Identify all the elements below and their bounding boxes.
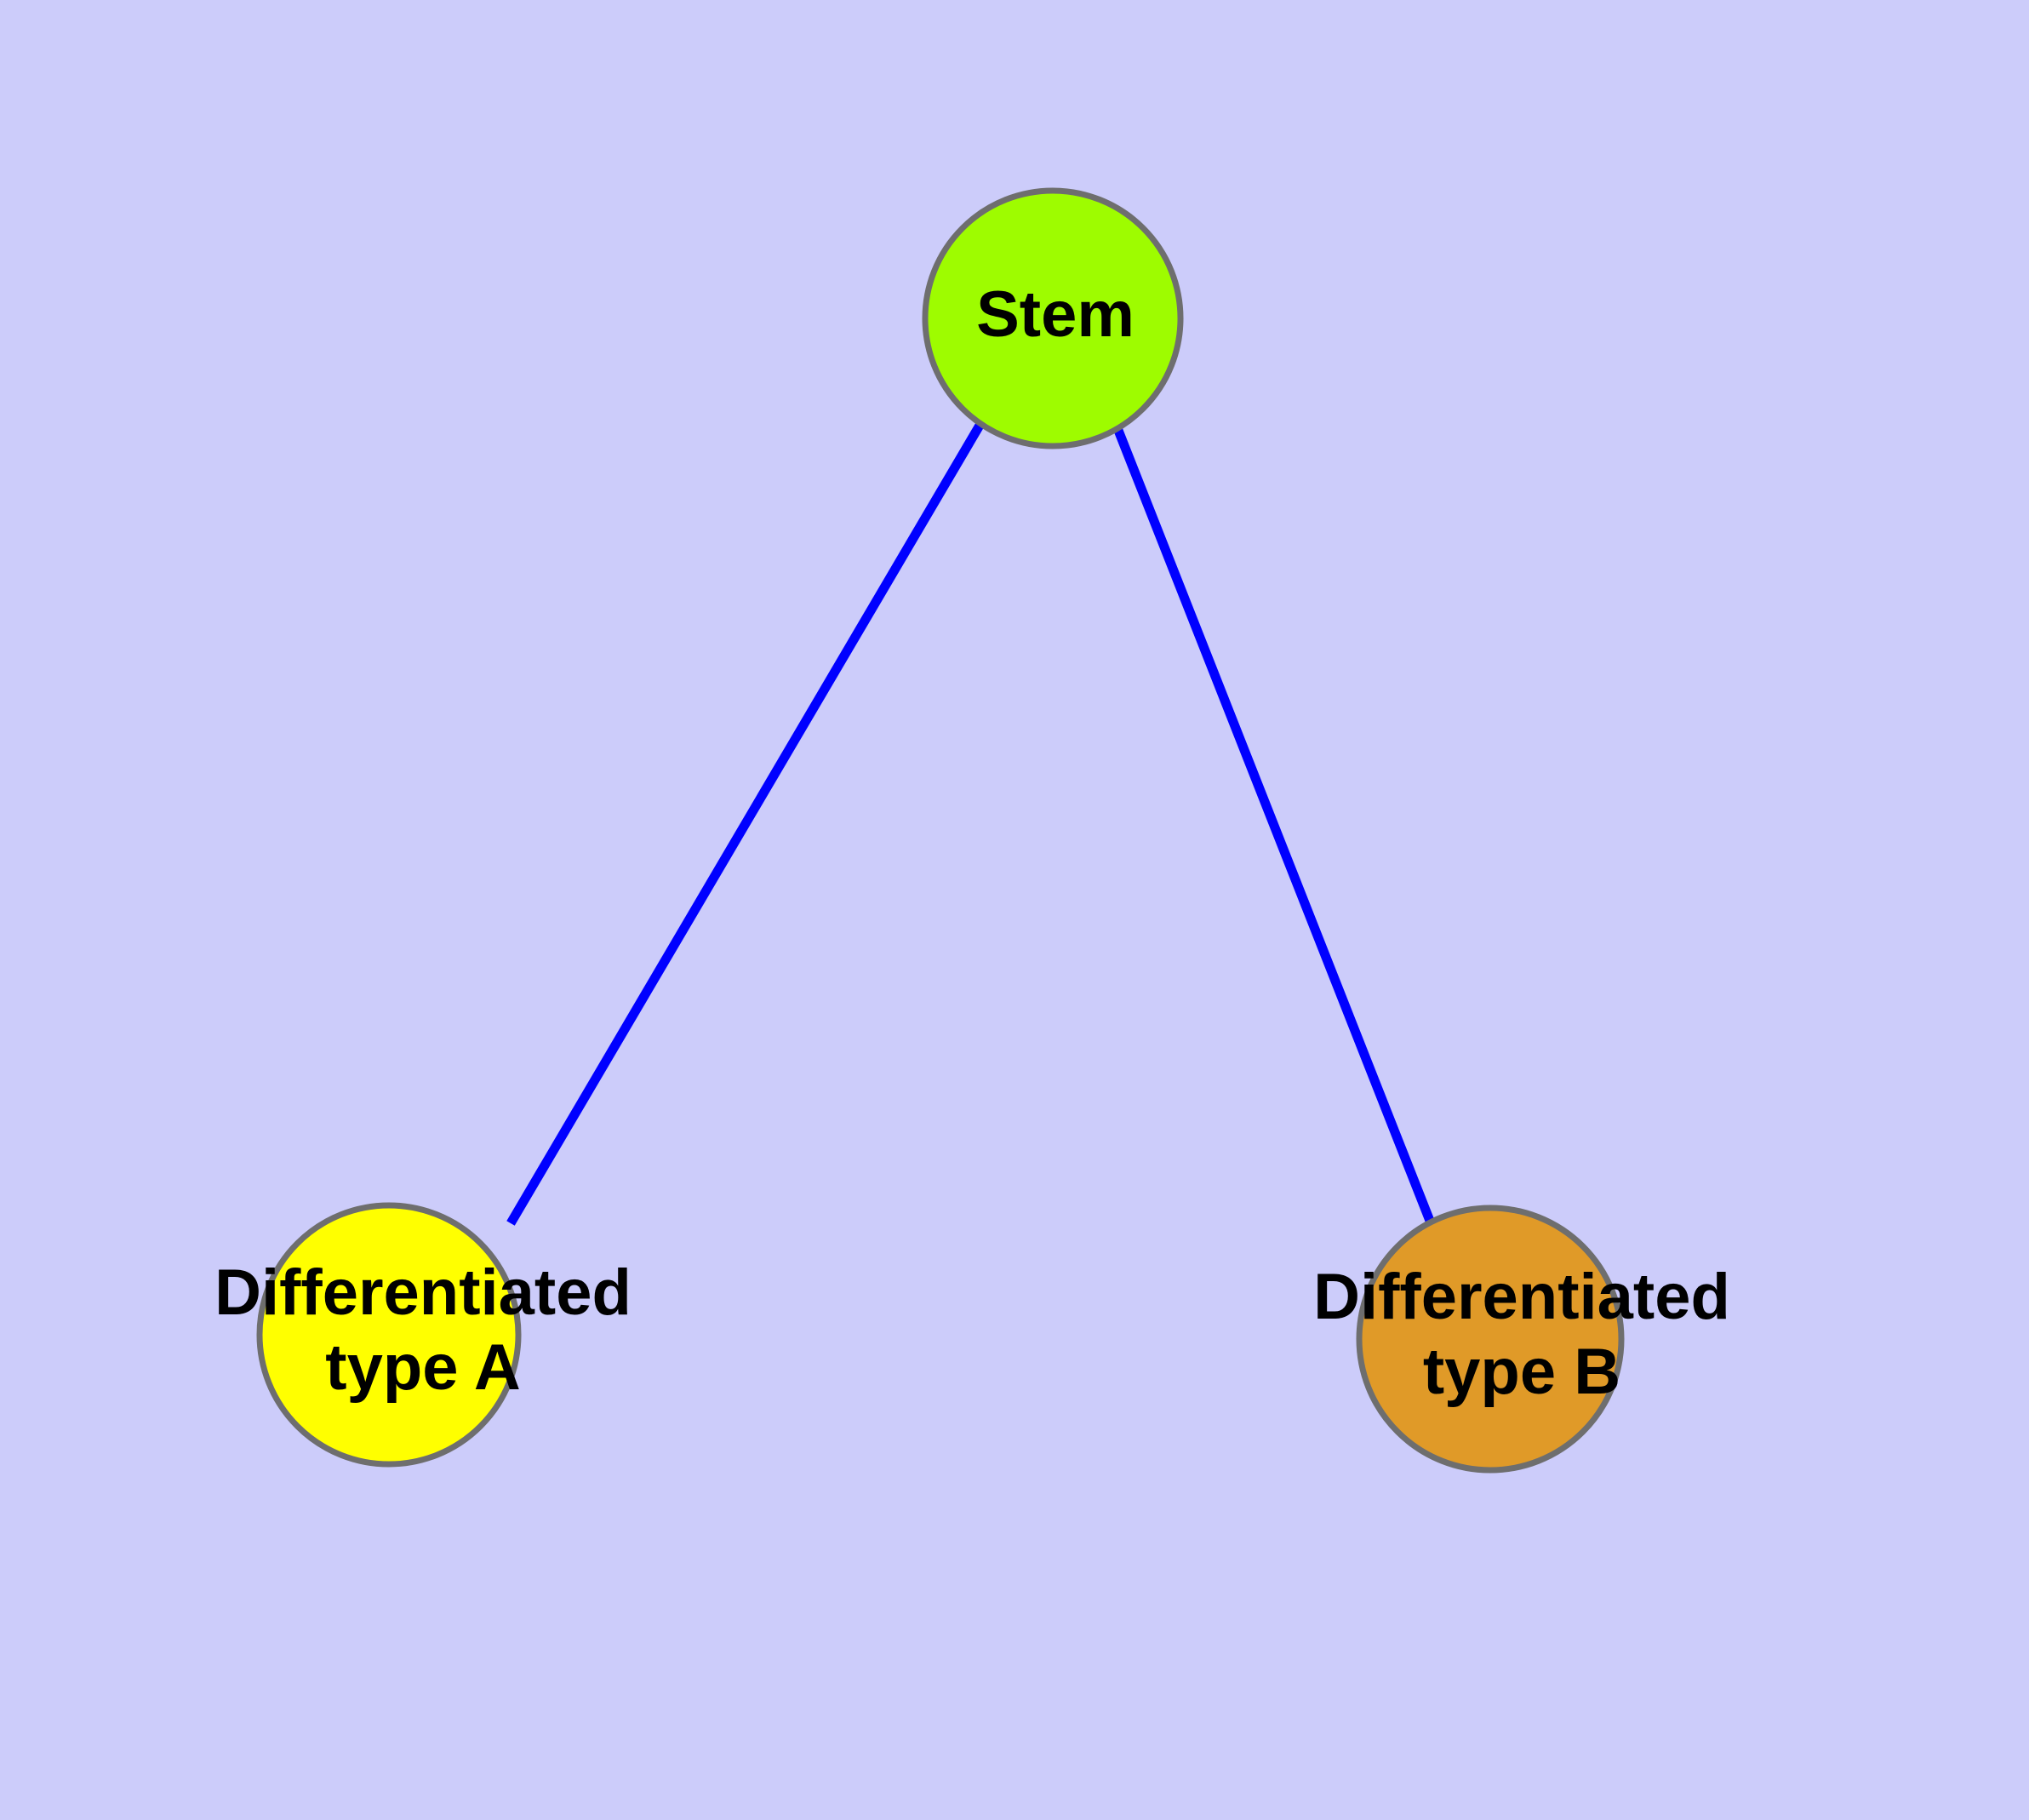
edge-stem-to-diff-b[interactable] [1112,426,1435,1223]
node-diff-b[interactable] [1356,1205,1625,1474]
edge-stem-to-diff-a[interactable] [506,421,985,1226]
node-label-line: Differentiated [214,1256,632,1329]
edges-layer [506,421,1435,1226]
node-diff-a[interactable] [256,1202,522,1468]
node-label-line: Differentiated [1313,1261,1730,1333]
node-label-line: type B [1423,1336,1620,1408]
node-label-stem: Stem [976,278,1135,351]
node-label-line: type A [325,1331,520,1404]
node-label-line: Stem [976,278,1135,351]
node-stem[interactable] [922,187,1184,449]
nodes-layer [256,187,1625,1474]
